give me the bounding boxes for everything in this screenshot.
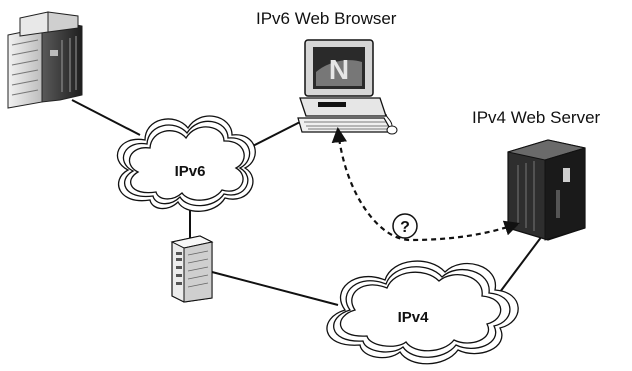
question-marker: ?	[392, 213, 418, 239]
workstation-icon: N	[297, 39, 398, 135]
monitor-logo: N	[329, 54, 349, 85]
browser-label: IPv6 Web Browser	[256, 9, 397, 28]
ipv4-cloud: IPv4	[326, 260, 519, 365]
cloud-ipv4-label: IPv4	[398, 309, 430, 326]
link-rack-to-ipv6	[71, 99, 141, 136]
question-mark: ?	[400, 219, 410, 236]
tower-server-icon	[170, 235, 214, 303]
connection-attempt-arrow	[331, 126, 520, 242]
cloud-icon	[326, 260, 519, 365]
cloud-icon	[116, 115, 256, 212]
server-rack-icon	[7, 11, 83, 109]
web-server-icon	[507, 139, 586, 241]
network-links	[71, 99, 546, 306]
link-ipv4-to-server	[499, 231, 546, 293]
ipv6-cloud: IPv6	[116, 115, 256, 212]
cloud-ipv6-label: IPv6	[175, 163, 206, 180]
link-tower-to-ipv4	[211, 271, 339, 306]
server-label: IPv4 Web Server	[472, 108, 601, 127]
